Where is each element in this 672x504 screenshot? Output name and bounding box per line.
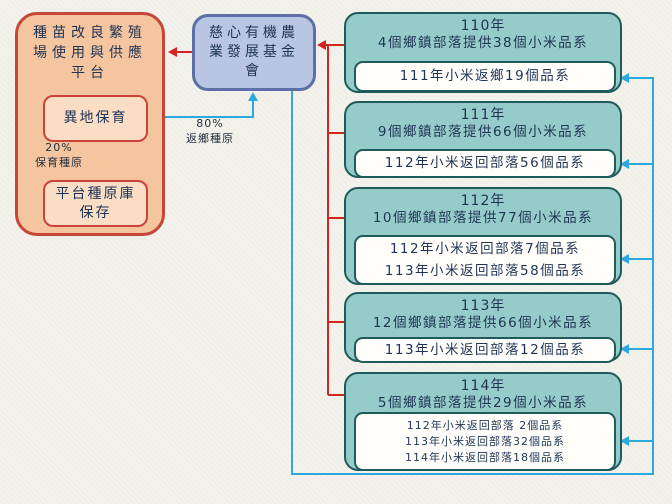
year-112-return-box: 112年小米返回部落7個品系 113年小米返回部落58個品系: [354, 235, 616, 285]
return-line: 111年小米返鄉19個品系: [399, 68, 571, 84]
year-box-112: 112年 10個鄉鎮部落提供77個小米品系 112年小米返回部落7個品系 113…: [344, 187, 622, 285]
year-112-supply: 10個鄉鎮部落提供77個小米品系: [372, 210, 594, 226]
conservation-pct-text: 20%: [45, 141, 73, 154]
year-box-111: 111年 9個鄉鎮部落提供66個小米品系 112年小米返回部落56個品系: [344, 101, 622, 178]
year-110-supply: 4個鄉鎮部落提供38個小米品系: [377, 35, 589, 51]
year-113-return-box: 113年小米返回部落12個品系: [354, 337, 616, 363]
platform-box: 種苗改良繁殖場使用與供應平台 異地保育 平台種原庫保存: [15, 12, 165, 236]
conservation-20pct-label: 20% 保育種原: [24, 140, 94, 170]
return-line: 113年小米返回部落32個品系: [405, 434, 565, 448]
cyan-arrowhead-into-foundation: [248, 92, 258, 101]
year-114-supply: 5個鄉鎮部落提供29個小米品系: [377, 395, 589, 411]
year-114-return-box: 112年小米返回部落 2個品系 113年小米返回部落32個品系 114年小米返回…: [354, 412, 616, 471]
return-label-text: 返鄉種原: [186, 132, 234, 145]
return-80pct-label: 80% 返鄉種原: [171, 116, 249, 146]
year-box-113: 113年 12個鄉鎮部落提供66個小米品系 113年小米返回部落12個品系: [344, 292, 622, 363]
return-line: 114年小米返回部落18個品系: [405, 450, 565, 464]
year-110-label: 110年: [460, 18, 506, 34]
return-line: 112年小米返回部落56個品系: [384, 155, 586, 171]
return-line: 112年小米返回部落 2個品系: [406, 418, 564, 432]
red-arrowhead-into-foundation: [317, 40, 326, 50]
year-111-label: 111年: [460, 107, 506, 123]
conservation-label-text: 保育種原: [35, 156, 83, 169]
year-111-return-box: 112年小米返回部落56個品系: [354, 149, 616, 178]
return-line: 113年小米返回部落12個品系: [384, 341, 586, 358]
year-110-return-box: 111年小米返鄉19個品系: [354, 61, 616, 92]
foundation-title: 慈心有機農業發展基金會: [209, 25, 299, 79]
year-114-label: 114年: [460, 378, 506, 394]
year-113-supply: 12個鄉鎮部落提供66個小米品系: [372, 315, 594, 331]
year-box-110: 110年 4個鄉鎮部落提供38個小米品系 111年小米返鄉19個品系: [344, 12, 622, 93]
year-113-label: 113年: [460, 298, 506, 314]
platform-title: 種苗改良繁殖場使用與供應平台: [33, 25, 147, 81]
year-111-supply: 9個鄉鎮部落提供66個小米品系: [377, 124, 589, 140]
seedbank-box: 平台種原庫保存: [43, 180, 148, 227]
red-arrowhead-into-platform: [168, 47, 177, 57]
return-line: 113年小米返回部落58個品系: [384, 263, 586, 279]
year-box-114: 114年 5個鄉鎮部落提供29個小米品系 112年小米返回部落 2個品系 113…: [344, 372, 622, 471]
ex-situ-label: 異地保育: [63, 110, 128, 126]
foundation-box: 慈心有機農業發展基金會: [192, 14, 316, 91]
seedbank-label: 平台種原庫保存: [55, 185, 136, 221]
return-line: 112年小米返回部落7個品系: [389, 241, 581, 257]
ex-situ-conservation-box: 異地保育: [43, 95, 148, 142]
year-112-label: 112年: [460, 193, 506, 209]
return-pct-text: 80%: [196, 117, 224, 130]
